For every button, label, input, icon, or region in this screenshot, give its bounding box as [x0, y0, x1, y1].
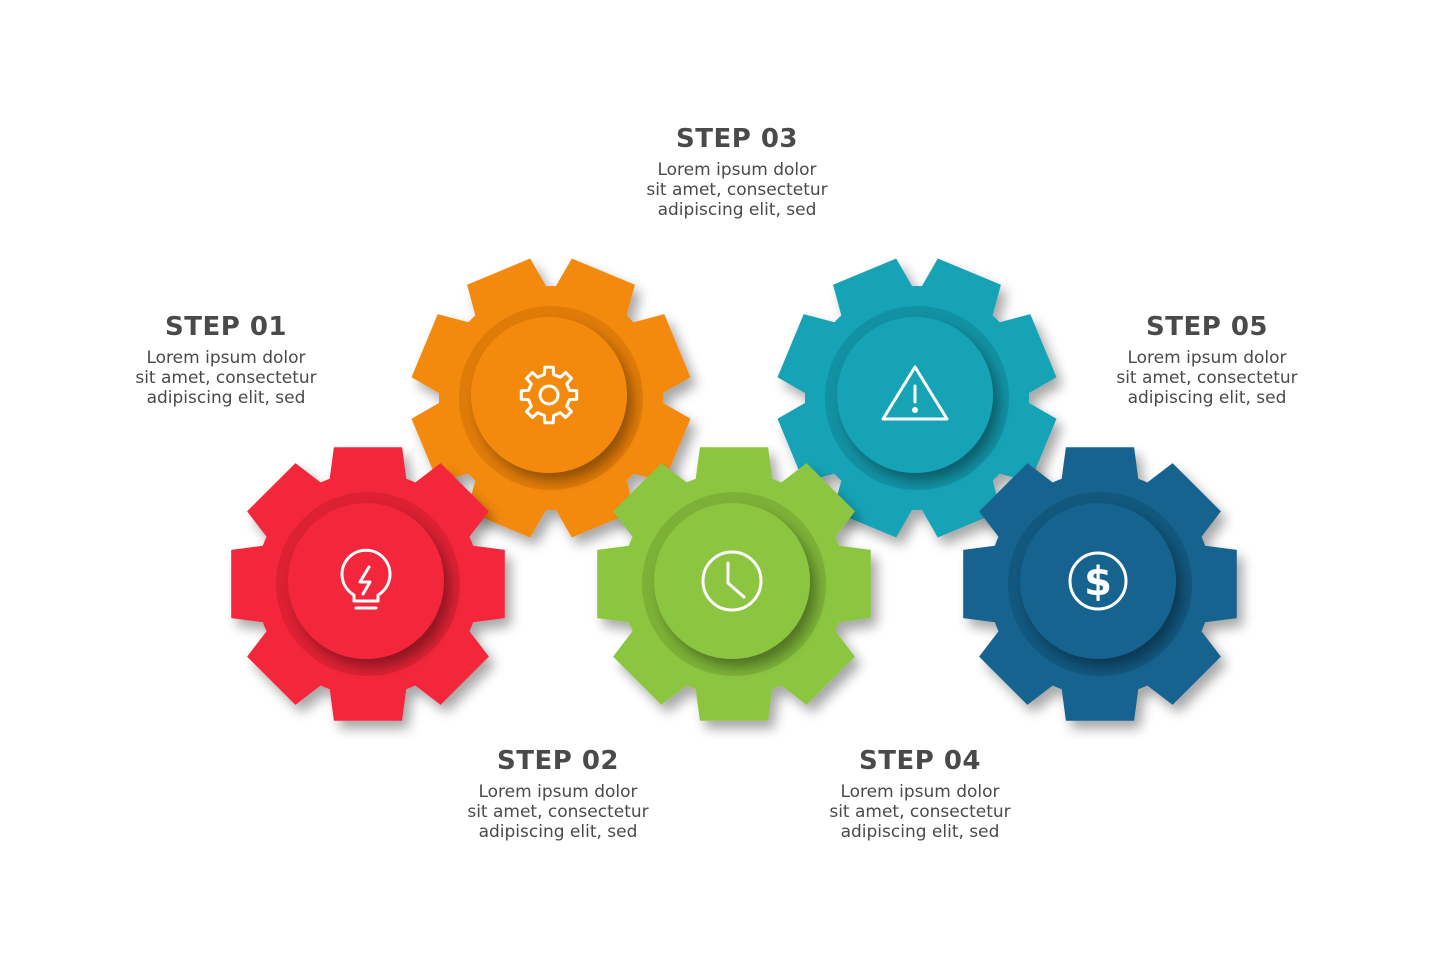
step-01-line-1: Lorem ipsum dolor	[146, 348, 306, 368]
step-02-line-2: sit amet, consectetur	[467, 802, 649, 822]
gear-icon	[519, 365, 579, 425]
lightbulb-icon	[340, 548, 392, 610]
gear-hub-03	[471, 317, 627, 473]
step-01-line-2: sit amet, consectetur	[135, 368, 317, 388]
gear-step-05: $	[963, 447, 1237, 721]
step-02-line-1: Lorem ipsum dolor	[478, 782, 638, 802]
gear-step-01	[231, 447, 505, 721]
step-03-title: STEP 03	[675, 124, 798, 154]
step-04-description: Lorem ipsum dolor sit amet, consectetur …	[800, 782, 1040, 842]
gear-step-04	[777, 258, 1057, 538]
gear-step-02	[597, 447, 871, 721]
step-04-line-2: sit amet, consectetur	[829, 802, 1011, 822]
step-05-line-3: adipiscing elit, sed	[1127, 388, 1287, 408]
dollar-icon: $	[1068, 551, 1128, 611]
step-02-line-3: adipiscing elit, sed	[478, 822, 638, 842]
step-04-block: STEP 04 Lorem ipsum dolor sit amet, cons…	[800, 746, 1040, 842]
step-01-line-3: adipiscing elit, sed	[146, 388, 306, 408]
step-05-line-1: Lorem ipsum dolor	[1127, 348, 1287, 368]
step-05-line-2: sit amet, consectetur	[1116, 368, 1298, 388]
step-03-block: STEP 03 Lorem ipsum dolor sit amet, cons…	[617, 124, 857, 220]
step-02-block: STEP 02 Lorem ipsum dolor sit amet, cons…	[438, 746, 678, 842]
warning-icon	[881, 365, 949, 421]
step-02-title: STEP 02	[496, 746, 619, 776]
gear-hub-05	[1020, 503, 1176, 659]
step-01-block: STEP 01 Lorem ipsum dolor sit amet, cons…	[106, 312, 346, 408]
step-04-line-1: Lorem ipsum dolor	[840, 782, 1000, 802]
step-03-line-3: adipiscing elit, sed	[657, 200, 817, 220]
gear-hub-02	[654, 503, 810, 659]
step-03-description: Lorem ipsum dolor sit amet, consectetur …	[617, 160, 857, 220]
step-04-line-3: adipiscing elit, sed	[840, 822, 1000, 842]
step-05-description: Lorem ipsum dolor sit amet, consectetur …	[1087, 348, 1327, 408]
step-03-line-2: sit amet, consectetur	[646, 180, 828, 200]
step-02-description: Lorem ipsum dolor sit amet, consectetur …	[438, 782, 678, 842]
step-03-line-1: Lorem ipsum dolor	[657, 160, 817, 180]
gear-step-03	[411, 258, 691, 538]
step-04-title: STEP 04	[858, 746, 981, 776]
step-05-title: STEP 05	[1145, 312, 1268, 342]
step-05-block: STEP 05 Lorem ipsum dolor sit amet, cons…	[1087, 312, 1327, 408]
clock-icon	[701, 550, 763, 612]
step-01-description: Lorem ipsum dolor sit amet, consectetur …	[106, 348, 346, 408]
step-01-title: STEP 01	[164, 312, 287, 342]
svg-text:$: $	[1084, 559, 1112, 605]
